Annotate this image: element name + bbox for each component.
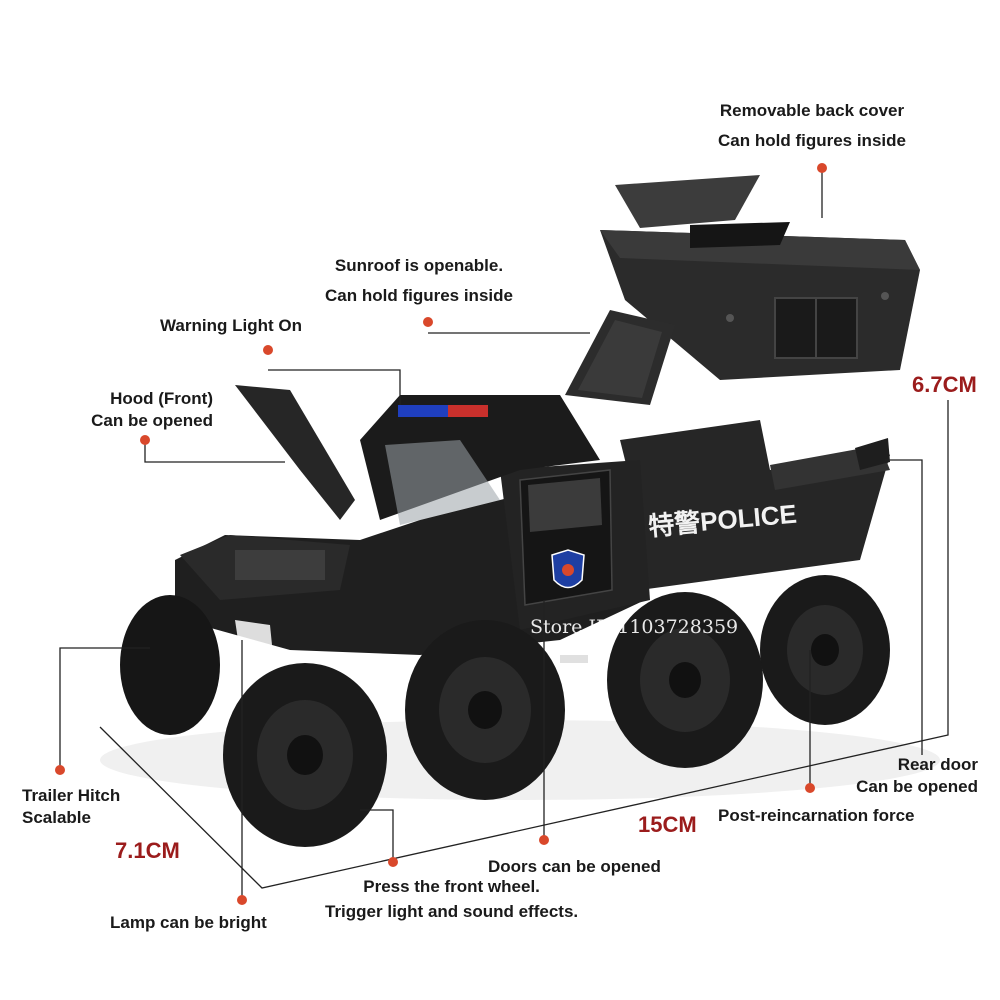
store-watermark: Store ID 1103728359	[530, 616, 739, 638]
dimension-length: 15CM	[638, 812, 697, 837]
vehicle-body	[150, 310, 675, 698]
label-trailer-hitch: Trailer Hitch Scalable	[22, 786, 121, 828]
wheel-rear	[607, 592, 763, 768]
rear-bed	[620, 420, 890, 590]
label-doors: Doors can be opened	[488, 857, 661, 876]
back-cover-part	[600, 175, 920, 380]
label-rear-door: Rear door Can be opened	[856, 755, 978, 797]
callout-lines	[59, 168, 923, 898]
label-hood: Hood (Front) Can be opened	[91, 389, 213, 431]
label-warning-light: Warning Light On	[160, 316, 302, 335]
callout-dots	[55, 163, 827, 905]
dimension-width: 7.1CM	[115, 838, 180, 863]
wheel-middle	[405, 620, 565, 800]
wheel-rear-far	[760, 575, 890, 725]
label-post-force: Post-reincarnation force	[718, 806, 915, 825]
wheel-front-far	[120, 595, 220, 735]
label-sunroof: Sunroof is openable. Can hold figures in…	[325, 256, 513, 306]
wheels	[120, 575, 890, 847]
label-front-wheel: Press the front wheel. Trigger light and…	[325, 877, 579, 922]
label-lamp: Lamp can be bright	[110, 913, 267, 932]
wheel-front	[223, 663, 387, 847]
dimension-lines	[99, 400, 949, 889]
label-back-cover: Removable back cover Can hold figures in…	[718, 101, 906, 151]
dimension-height: 6.7CM	[912, 372, 977, 397]
